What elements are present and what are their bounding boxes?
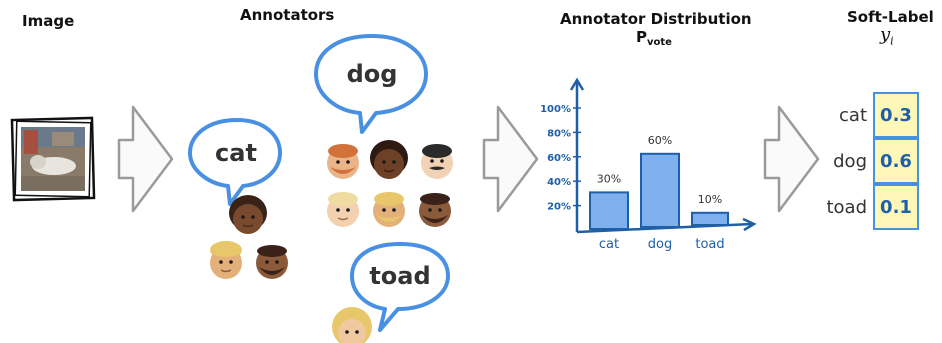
yi-main: y xyxy=(880,24,891,45)
bar-value-label: 30% xyxy=(597,172,621,185)
annotator-face-icon xyxy=(370,140,408,179)
y-tick-label: 80% xyxy=(547,128,571,139)
bar-toad xyxy=(691,211,729,227)
speech-bubble-dog: dog xyxy=(314,34,428,134)
annotator-face-icon xyxy=(327,192,359,227)
pvote-sub: vote xyxy=(647,37,672,48)
bar-dog xyxy=(640,152,680,228)
category-label: toad xyxy=(695,237,724,252)
soft-label-class: cat xyxy=(839,105,867,126)
soft-label-class: toad xyxy=(826,197,867,218)
y-tick-label: 60% xyxy=(547,153,571,164)
annotator-face-icon xyxy=(421,144,453,179)
pvote-main: P xyxy=(636,28,647,46)
bar-cat xyxy=(589,191,629,230)
y-axis-arrow xyxy=(569,77,585,91)
annotator-face-icon xyxy=(256,245,288,279)
arrow-icon xyxy=(482,105,539,213)
y-tick-label: 100% xyxy=(540,104,571,115)
annotator-face-icon xyxy=(210,241,242,279)
heading-soft-label: Soft-Label xyxy=(847,8,934,26)
arrow-icon xyxy=(117,105,174,213)
yi-symbol: yi xyxy=(880,24,894,48)
annotator-face-icon xyxy=(332,307,372,343)
annotator-face-icon xyxy=(327,144,359,179)
yi-sub: i xyxy=(890,34,894,48)
bar-value-label: 60% xyxy=(648,134,672,147)
arrow-icon xyxy=(763,105,820,213)
soft-label-class: dog xyxy=(833,151,867,172)
bubble-label-dog: dog xyxy=(347,60,398,88)
annotator-face-icon xyxy=(229,195,267,234)
heading-annotators: Annotators xyxy=(240,6,335,24)
y-tick-label: 20% xyxy=(547,202,571,213)
heading-distribution: Annotator Distribution xyxy=(560,10,752,28)
distribution-chart: 20% 40% 60% 80% 100% 30% cat 60% dog 10% toad xyxy=(540,77,757,252)
soft-label-value: 0.3 xyxy=(873,92,919,138)
annotator-face-icon xyxy=(373,192,405,227)
annotator-face-icon xyxy=(419,193,451,227)
bubble-label-toad: toad xyxy=(369,262,430,290)
x-axis-arrow xyxy=(742,217,757,232)
y-tick-label: 40% xyxy=(547,177,571,188)
soft-label-value: 0.1 xyxy=(873,184,919,230)
input-image xyxy=(10,116,96,202)
speech-bubble-cat: cat xyxy=(188,118,282,206)
bar-value-label: 10% xyxy=(698,193,722,206)
category-label: dog xyxy=(648,237,672,252)
speech-bubble-toad: toad xyxy=(350,242,450,332)
soft-label-value: 0.6 xyxy=(873,138,919,184)
heading-pvote: Pvote xyxy=(636,28,672,48)
heading-image: Image xyxy=(22,12,75,30)
category-label: cat xyxy=(599,237,619,252)
bubble-label-cat: cat xyxy=(215,139,257,167)
